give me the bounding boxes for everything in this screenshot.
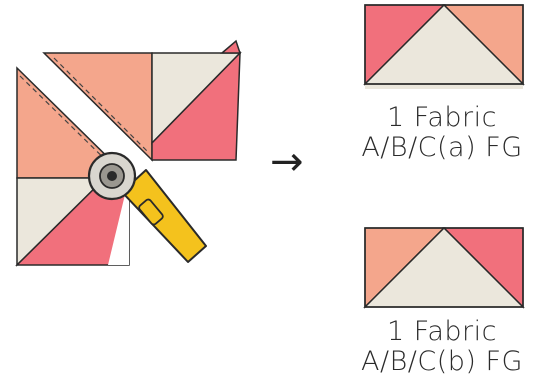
red-triangle-right	[151, 51, 241, 161]
seam-dashed-top	[53, 57, 149, 153]
cutter-handle	[121, 169, 207, 263]
fg-b-outline	[364, 227, 524, 308]
rotary-cutter-icon	[87, 151, 207, 263]
cutter-hub-inner	[107, 171, 117, 181]
right-arrow-icon: →	[270, 139, 304, 185]
caption-b-line1: 1 Fabric	[387, 316, 497, 347]
caption-b: 1 Fabric A/B/C(b) FG	[342, 317, 542, 377]
upper-right-piece	[42, 39, 242, 162]
fg-a-outline	[364, 4, 524, 85]
caption-a-line1: 1 Fabric	[387, 102, 497, 133]
caption-a: 1 Fabric A/B/C(a) FG	[342, 103, 542, 163]
red-tip-top	[219, 39, 242, 54]
lower-left-piece	[15, 66, 131, 267]
caption-b-line2: A/B/C(b) FG	[361, 346, 523, 377]
white-square-gap	[108, 178, 129, 265]
caption-a-line2: A/B/C(a) FG	[361, 132, 523, 163]
cutter-slider	[138, 198, 164, 226]
flying-geese-a	[363, 3, 525, 89]
cut-block-illustration	[15, 39, 242, 267]
flying-geese-b	[363, 226, 525, 309]
